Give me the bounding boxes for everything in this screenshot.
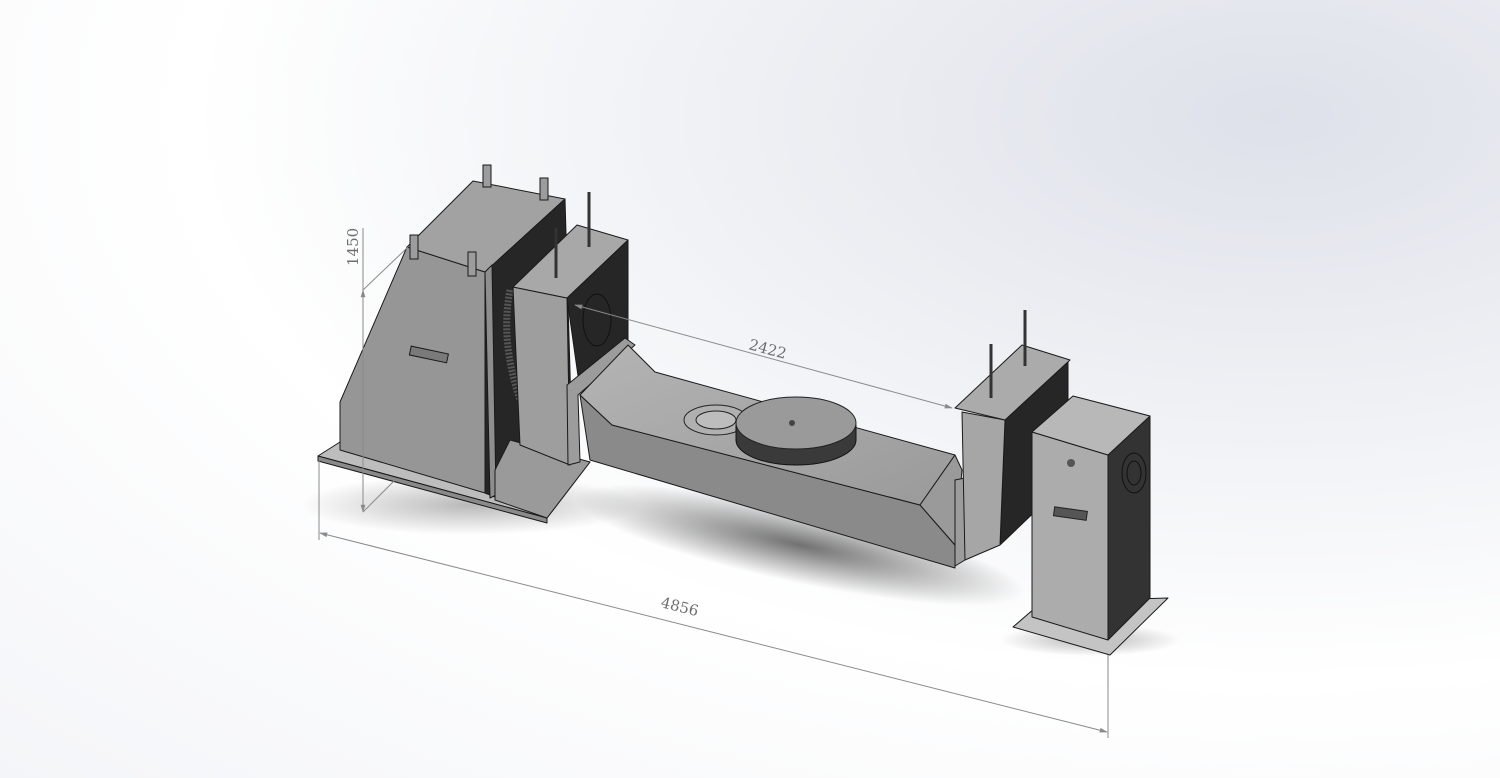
tailstock[interactable] xyxy=(1012,395,1169,656)
bracket-studs-left xyxy=(554,192,591,278)
headstock-front-face xyxy=(339,246,486,494)
dimension-label-1450: 1450 xyxy=(344,228,362,266)
slewing-gear xyxy=(503,289,524,402)
turntable[interactable] xyxy=(735,396,857,466)
bracket-studs-right xyxy=(989,310,1027,398)
tailstock-top xyxy=(1031,395,1151,456)
headstock-slot xyxy=(408,345,450,364)
dimension-label-4856: 4856 xyxy=(659,593,700,620)
dimension-1450[interactable]: 1450 xyxy=(344,228,409,513)
dimension-label-2422: 2422 xyxy=(747,335,789,362)
lifting-lugs xyxy=(409,164,549,277)
tailstock-slot xyxy=(1052,506,1088,521)
